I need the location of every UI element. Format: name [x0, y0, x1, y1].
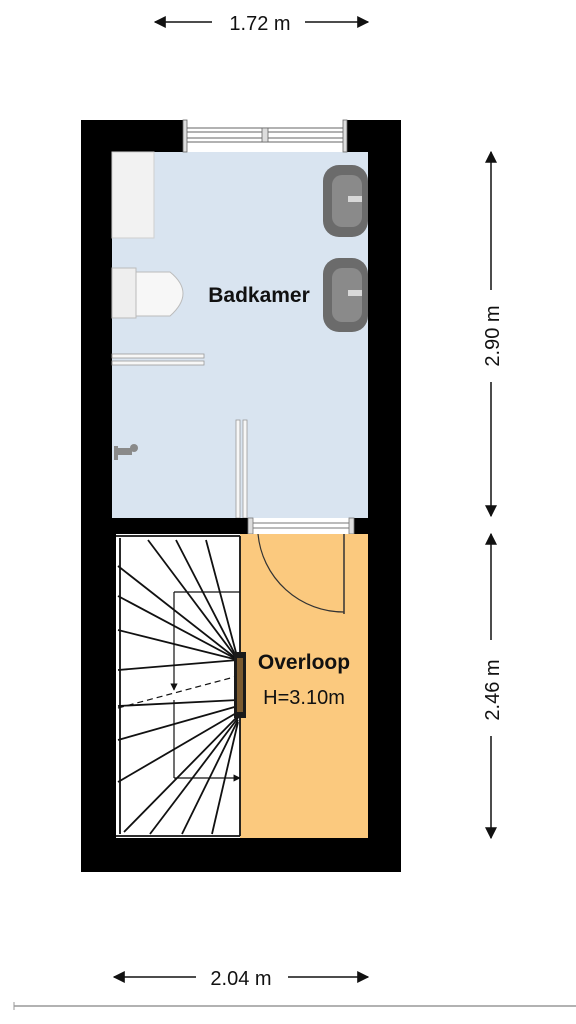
door-swing: [257, 533, 345, 614]
window-top: [182, 119, 348, 153]
shower-tray: [111, 151, 155, 239]
dimension-right-upper: 2.90 m: [482, 150, 504, 518]
staircase: [116, 535, 241, 837]
dimension-bottom-width: 2.04 m: [112, 968, 370, 990]
scale-bar: [13, 1002, 576, 1010]
tap-fixture: [114, 444, 138, 460]
towel-rail: [111, 353, 205, 366]
landing-floor: [240, 534, 368, 838]
dimension-top-width-label: 1.72 m: [229, 13, 290, 35]
stairwell-floor: [116, 534, 242, 838]
dimension-right-upper-label: 2.90 m: [482, 305, 504, 366]
dimension-right-lower: 2.46 m: [482, 532, 504, 840]
stair-railing-inner: [237, 658, 243, 712]
sink-upper: [323, 165, 368, 237]
bathroom-label: Badkamer: [208, 284, 310, 307]
bathroom-door-opening: [247, 517, 355, 535]
landing-label: Overloop: [258, 651, 350, 674]
landing-height-note: H=3.10m: [263, 687, 345, 709]
dimension-top-width: 1.72 m: [153, 13, 370, 35]
dimension-bottom-width-label: 2.04 m: [210, 968, 271, 990]
toilet: [111, 267, 184, 319]
dimension-right-lower-label: 2.46 m: [482, 659, 504, 720]
sink-lower: [323, 258, 368, 332]
